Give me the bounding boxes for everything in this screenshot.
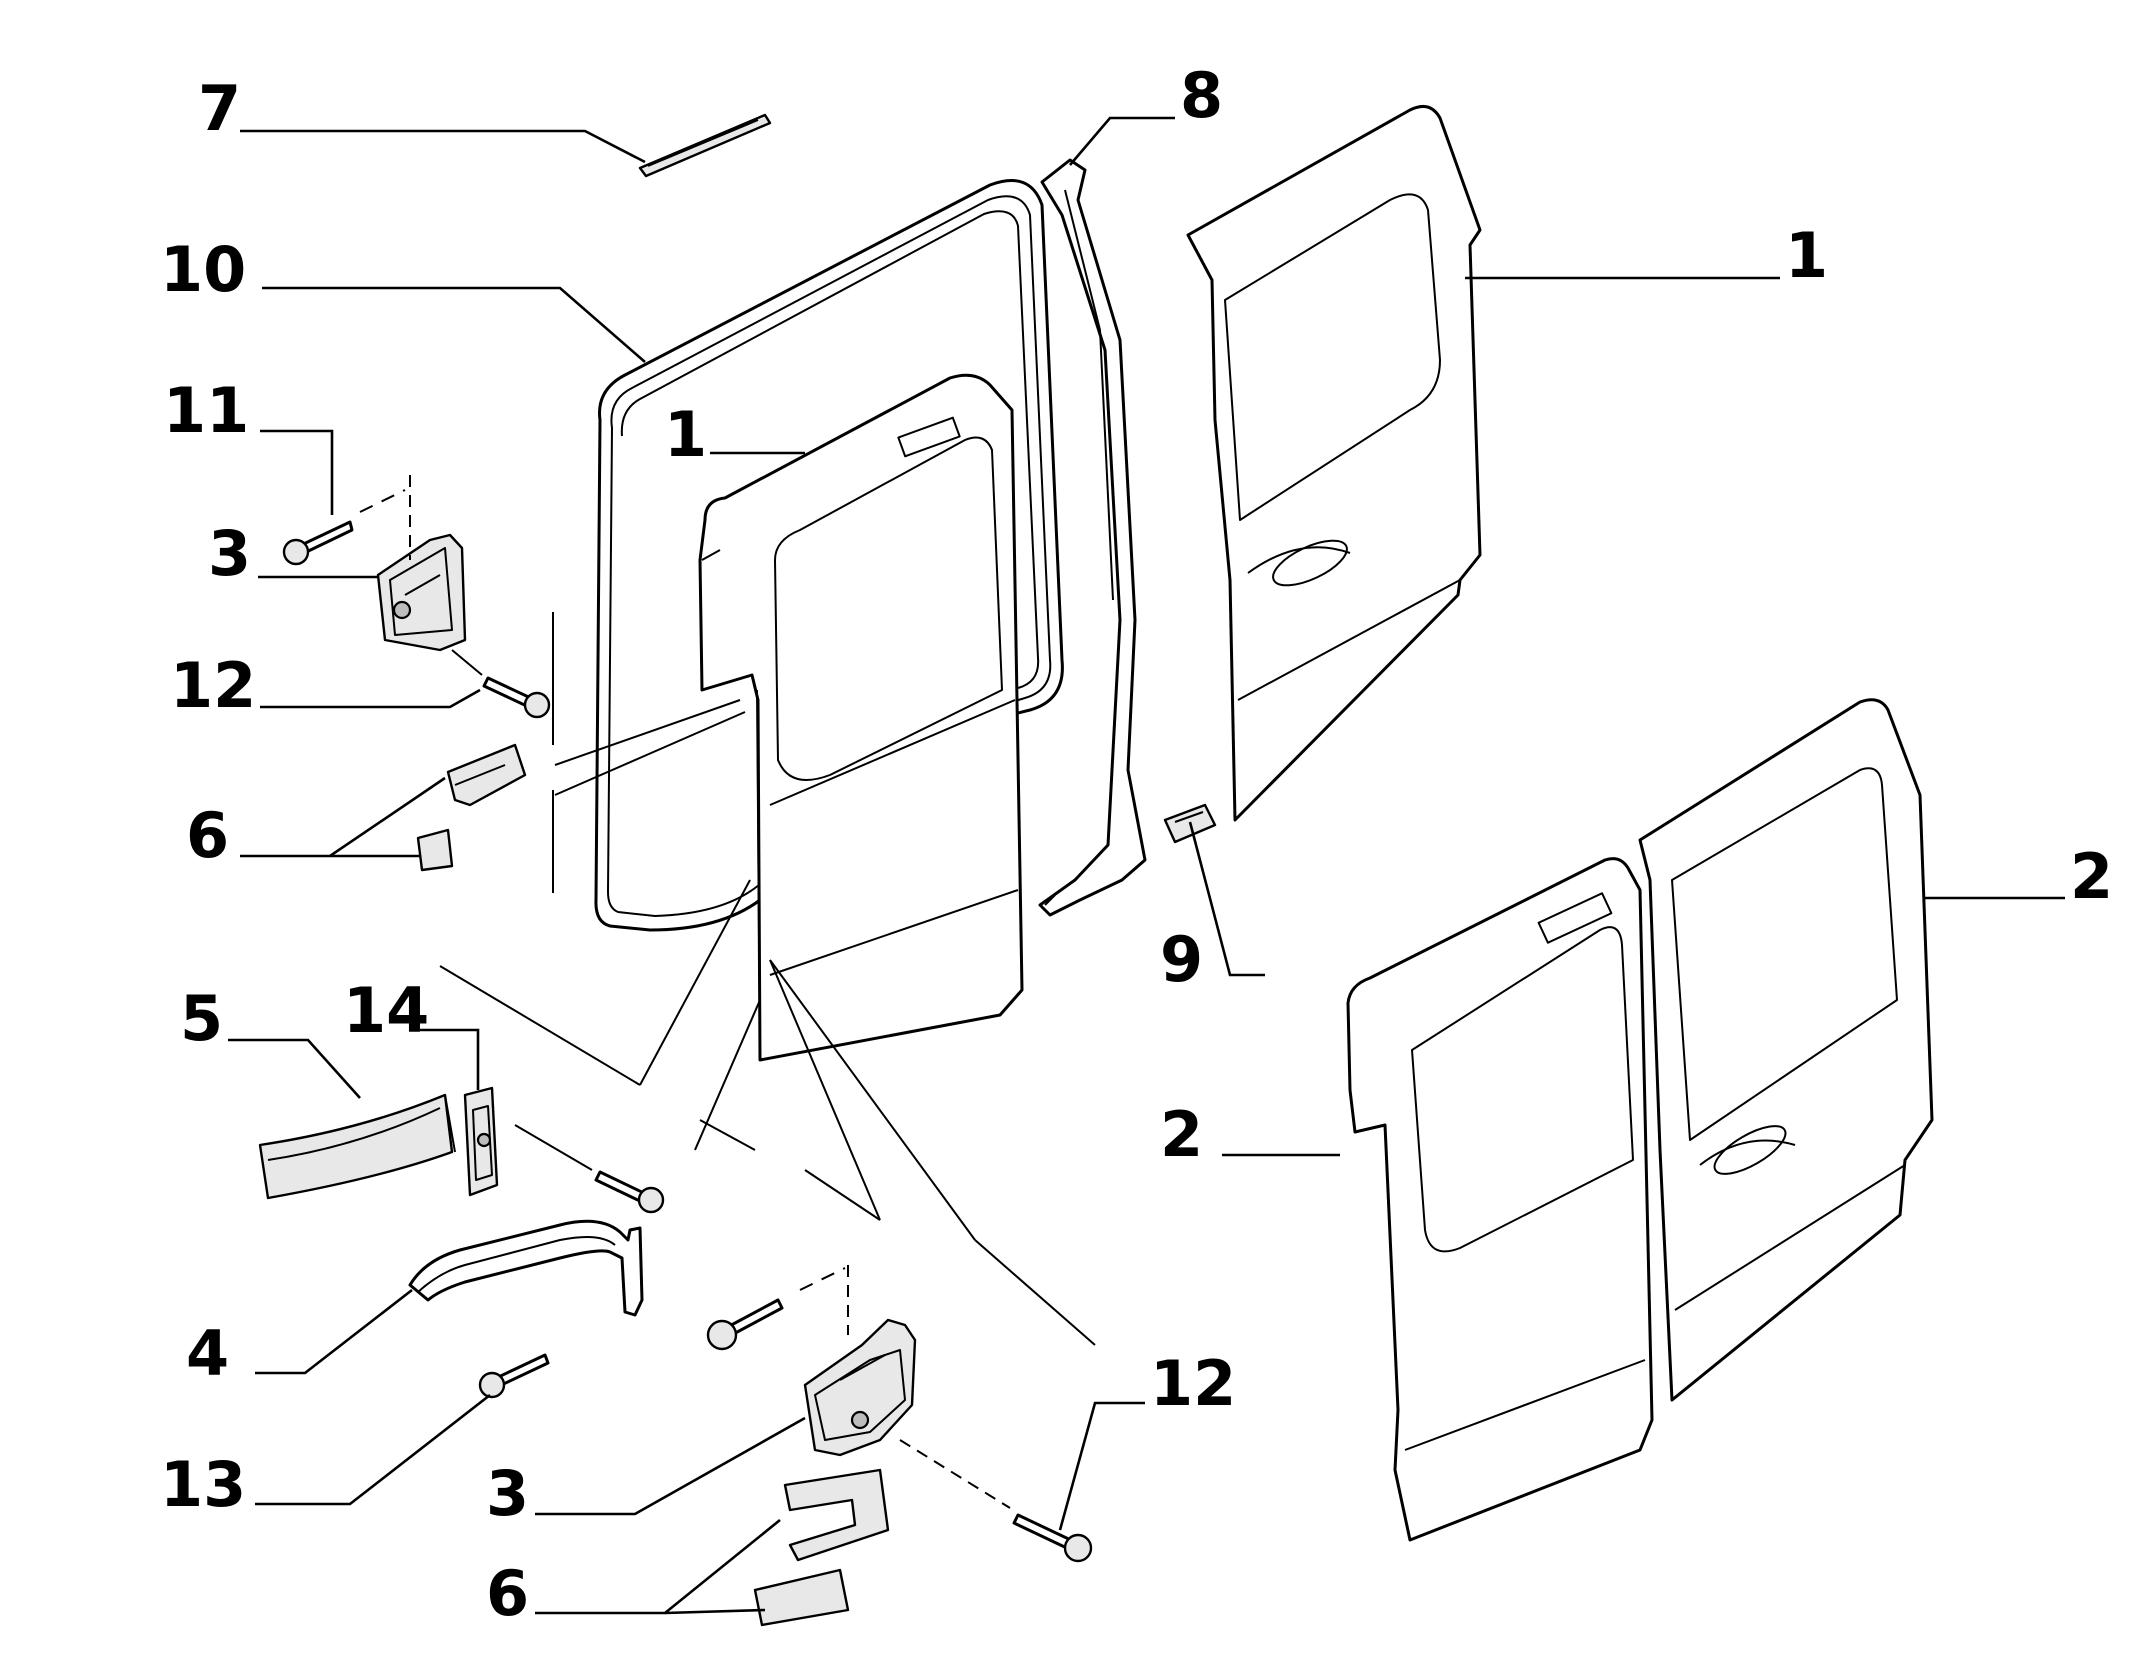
part-11-bolt — [282, 489, 406, 566]
part-1-door-right — [1186, 104, 1482, 822]
part-3-hinge-lower — [803, 1265, 917, 1457]
callout-12-lower: 12 — [1150, 1347, 1236, 1420]
callout-4: 4 — [186, 1317, 229, 1390]
bolt-check-strap — [514, 1124, 665, 1214]
callout-2-left: 2 — [1160, 1098, 1203, 1171]
callout-11: 11 — [163, 374, 249, 447]
part-5-strap-cover — [258, 1093, 456, 1200]
callout-5: 5 — [180, 982, 223, 1055]
part-12-bolt-upper — [451, 649, 551, 719]
callout-labels: 7 8 10 1 1 11 3 12 6 2 9 5 14 2 4 12 13 … — [160, 59, 2113, 1630]
part-8-guide-rail — [1038, 158, 1147, 917]
callout-6-upper: 6 — [186, 799, 229, 872]
callout-7: 7 — [198, 72, 241, 145]
part-2-door-pair — [1346, 698, 1934, 1542]
part-13-bolt — [478, 1353, 550, 1399]
callout-10: 10 — [160, 233, 246, 306]
part-12-bolt-lower — [899, 1439, 1093, 1563]
callout-1-left: 1 — [664, 398, 707, 471]
part-6-cover-upper — [416, 743, 527, 872]
callout-2-right: 2 — [2070, 840, 2113, 913]
bolt-hinge-lower — [706, 1267, 846, 1351]
part-1-door-left — [698, 373, 1024, 1062]
part-14-bracket — [463, 1086, 499, 1197]
callout-12-upper: 12 — [170, 649, 256, 722]
part-7-trim-strip — [638, 113, 772, 178]
callout-1-right: 1 — [1785, 219, 1828, 292]
part-3-hinge-upper — [376, 475, 467, 652]
callout-3-upper: 3 — [208, 517, 251, 590]
leader-lines — [228, 116, 2065, 1615]
callout-13: 13 — [160, 1448, 246, 1521]
callout-9: 9 — [1160, 923, 1203, 996]
construction-lines — [439, 612, 1096, 1346]
callout-3-lower: 3 — [486, 1457, 529, 1530]
callout-8: 8 — [1180, 59, 1223, 132]
part-4-check-strap — [408, 1219, 644, 1317]
part-6-cover-lower — [753, 1468, 890, 1627]
callout-6-lower: 6 — [486, 1557, 529, 1630]
callout-14: 14 — [343, 974, 429, 1047]
